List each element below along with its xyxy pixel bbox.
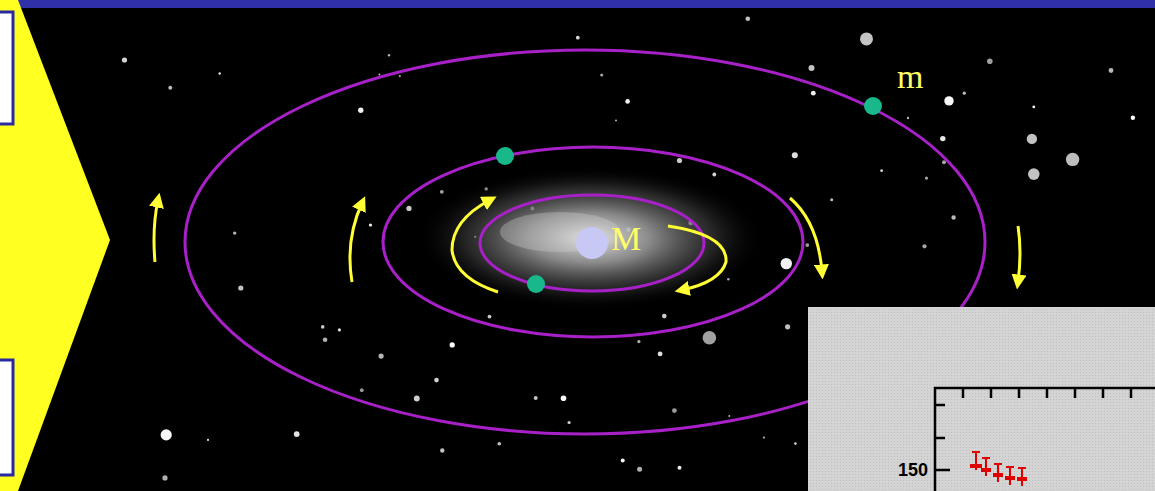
- chart-axes: [935, 388, 1155, 491]
- star: [406, 206, 411, 211]
- star: [712, 173, 716, 177]
- star: [794, 442, 797, 445]
- star: [944, 96, 953, 105]
- star: [940, 136, 945, 141]
- central-mass: [576, 227, 608, 259]
- star: [805, 243, 809, 247]
- star: [1109, 68, 1114, 73]
- star: [388, 54, 390, 56]
- star: [792, 152, 798, 158]
- star: [207, 439, 209, 441]
- star: [568, 421, 571, 424]
- star: [662, 314, 667, 319]
- star: [672, 408, 677, 413]
- body-label: m: [897, 60, 923, 94]
- star: [488, 315, 492, 319]
- star: [637, 340, 640, 343]
- star: [358, 108, 363, 113]
- mass-symbol: M: [611, 222, 641, 256]
- star: [728, 415, 730, 417]
- star: [238, 285, 243, 290]
- star: [880, 169, 883, 172]
- star: [625, 99, 630, 104]
- orbiting-bodies: [496, 97, 882, 293]
- star: [860, 32, 873, 45]
- star: [576, 36, 580, 40]
- star: [434, 378, 439, 383]
- central-mass-label: M: [611, 222, 641, 256]
- rotation-arrows: [154, 198, 1020, 292]
- star: [294, 431, 300, 437]
- star: [498, 442, 502, 446]
- star: [615, 120, 617, 122]
- star: [233, 231, 236, 234]
- axis-tick-label: 150: [898, 460, 928, 481]
- star: [600, 73, 603, 76]
- star: [1131, 116, 1135, 120]
- star: [1032, 106, 1035, 109]
- star: [907, 117, 909, 119]
- star: [1027, 134, 1037, 144]
- star: [951, 215, 955, 219]
- side-panel: [0, 12, 13, 124]
- star: [122, 57, 127, 62]
- star: [809, 65, 815, 71]
- chart-panel: [808, 307, 1155, 491]
- star: [922, 244, 926, 248]
- star: [168, 86, 172, 90]
- star: [323, 337, 328, 342]
- star: [450, 342, 455, 347]
- star: [321, 325, 325, 329]
- star: [162, 475, 167, 480]
- star: [219, 72, 221, 74]
- star: [678, 466, 682, 470]
- star: [763, 437, 765, 439]
- star: [379, 354, 384, 359]
- star: [987, 58, 993, 64]
- big-arrow: [0, 0, 110, 491]
- star: [1066, 153, 1079, 166]
- star: [161, 429, 172, 440]
- star: [369, 223, 372, 226]
- star: [360, 388, 364, 392]
- star: [785, 324, 790, 329]
- star: [811, 91, 816, 96]
- star: [440, 190, 444, 194]
- star: [561, 396, 567, 402]
- star: [399, 75, 401, 77]
- chart-data: [970, 452, 1027, 486]
- star: [746, 16, 751, 21]
- star: [338, 328, 341, 331]
- star: [677, 158, 682, 163]
- star: [658, 352, 663, 357]
- top-band: [0, 0, 1155, 8]
- star: [637, 467, 642, 472]
- star: [621, 459, 625, 463]
- star: [781, 258, 792, 269]
- star: [414, 396, 420, 402]
- star: [1028, 168, 1040, 180]
- side-panel: [0, 360, 13, 475]
- star: [942, 160, 946, 164]
- star: [440, 448, 444, 452]
- mass-symbol: m: [897, 60, 923, 94]
- star: [963, 92, 966, 95]
- star: [703, 331, 717, 345]
- star: [830, 198, 833, 201]
- star: [925, 177, 928, 180]
- star: [378, 74, 380, 76]
- galaxy: [415, 166, 765, 310]
- star: [534, 396, 538, 400]
